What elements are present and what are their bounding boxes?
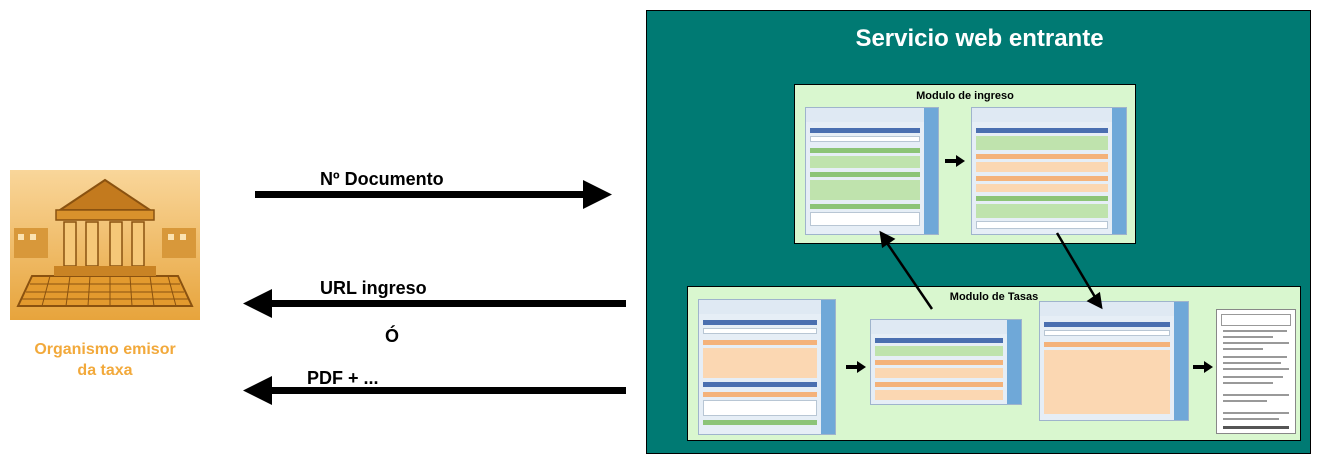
tasas-screen-2 [870,319,1022,405]
tasas-pdf-document [1216,309,1296,434]
module-connectors [879,230,1103,310]
organismo-label-line2: da taxa [77,362,133,379]
ingreso-screen-1 [805,107,939,235]
module-ingreso: Modulo de ingreso [794,84,1136,244]
label-n-documento: Nº Documento [320,169,444,189]
organismo-label: Organismo emisor da taxa [0,339,210,381]
module-ingreso-title: Modulo de ingreso [916,90,1014,102]
ingreso-inner-arrow [945,155,965,167]
arrow-request [255,180,612,209]
label-o: Ó [385,326,400,346]
label-url-ingreso: URL ingreso [320,278,427,298]
arrow-response-url [243,289,626,318]
label-pdf: PDF + ... [307,368,379,388]
service-title: Servicio web entrante [855,25,1104,52]
tasas-inner-arrow-2 [1193,361,1213,373]
tasas-inner-arrow-1 [846,361,866,373]
government-building-computer-icon [10,170,200,320]
module-tasas-title: Modulo de Tasas [949,291,1039,303]
ingreso-screen-2 [971,107,1127,235]
tasas-screen-1 [698,299,836,435]
organismo-label-line1: Organismo emisor [34,341,176,358]
arrow-response-pdf [243,376,626,405]
service-box: Servicio web entrante Modulo de ingreso [646,10,1311,454]
tasas-screen-3 [1039,301,1189,421]
module-tasas: Modulo de Tasas [687,286,1301,441]
